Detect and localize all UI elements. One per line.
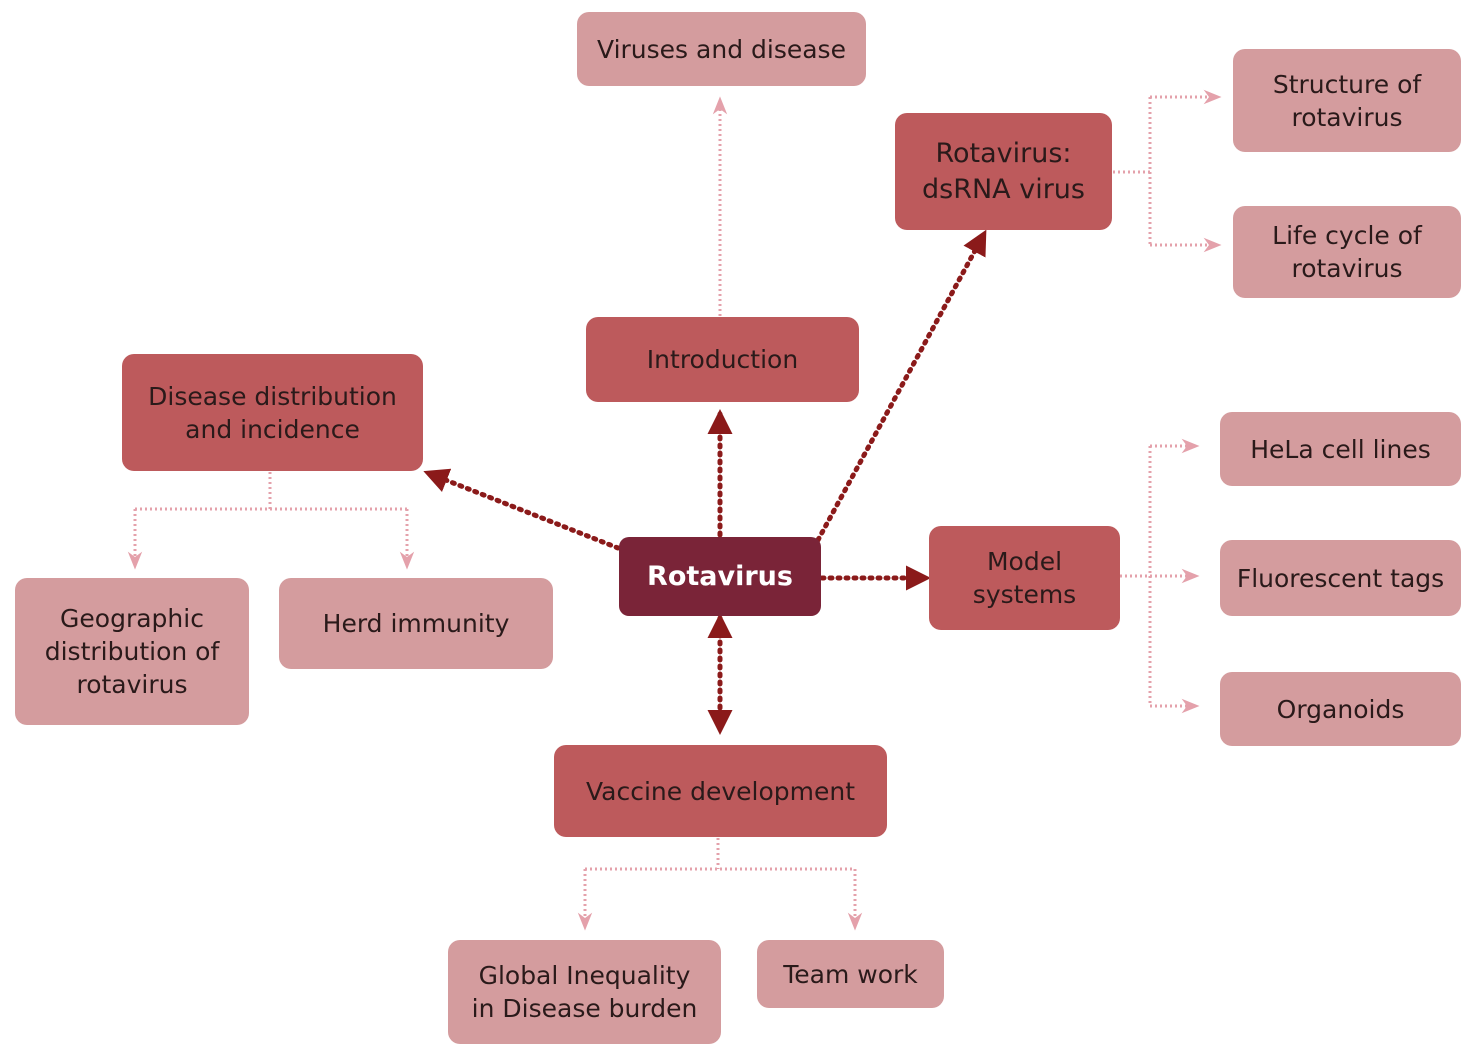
node-introduction: Introduction	[586, 317, 859, 402]
node-rotavirus: Rotavirus	[619, 537, 821, 616]
node-rotavirus-dsrna: Rotavirus: dsRNA virus	[895, 113, 1112, 230]
connector-center-dsrna	[815, 229, 987, 543]
node-team-work: Team work	[757, 940, 944, 1008]
node-geographic-distribution: Geographic distribution of rotavirus	[15, 578, 249, 725]
node-organoids: Organoids	[1220, 672, 1461, 746]
connector-model-branch	[1120, 446, 1152, 706]
node-vaccine-development: Vaccine development	[554, 745, 887, 837]
connector-vaccine-branch	[585, 838, 855, 871]
connector-center-disease-distribution	[423, 468, 621, 551]
node-model-systems: Model systems	[929, 526, 1120, 630]
connector-dsrna-branch	[1113, 97, 1152, 245]
node-viruses-and-disease: Viruses and disease	[577, 12, 866, 86]
node-herd-immunity: Herd immunity	[279, 578, 553, 669]
node-hela-cell-lines: HeLa cell lines	[1220, 412, 1461, 486]
connector-disease-branch	[135, 472, 407, 511]
node-structure-of-rotavirus: Structure of rotavirus	[1233, 49, 1461, 152]
node-disease-distribution: Disease distribution and incidence	[122, 354, 423, 471]
node-global-inequality: Global Inequality in Disease burden	[448, 940, 721, 1044]
node-fluorescent-tags: Fluorescent tags	[1220, 540, 1461, 616]
node-life-cycle-of-rotavirus: Life cycle of rotavirus	[1233, 206, 1461, 298]
